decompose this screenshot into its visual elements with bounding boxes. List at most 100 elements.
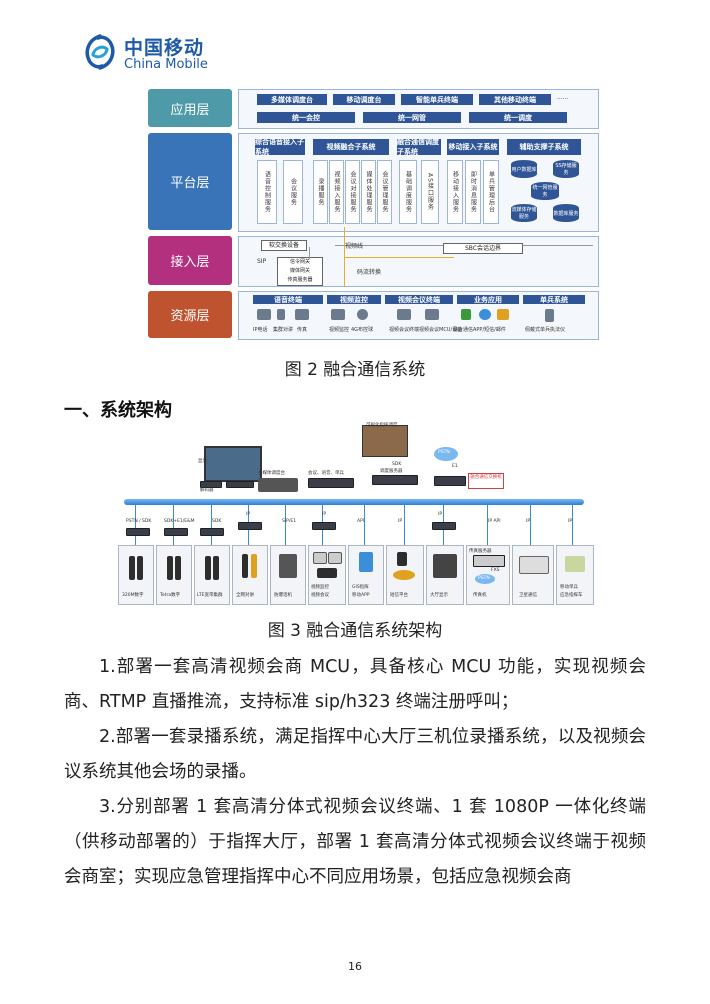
device-box: 短信平台 <box>386 545 424 605</box>
walkie-talkie-icon <box>205 556 211 580</box>
decoder-icon <box>226 481 254 488</box>
device-box: 视频监控 视频会议 <box>308 545 346 605</box>
map-pin-icon <box>565 556 585 572</box>
pstn-cloud-icon <box>434 447 458 461</box>
paragraph-1: 1.部署一套高清视频会商 MCU，具备核心 MCU 功能，实现视频会商、RTMP… <box>64 657 646 712</box>
branch-label: IP <box>438 512 443 517</box>
branch-label: IP API <box>488 519 501 524</box>
branch-label: IP <box>398 519 403 524</box>
fax-icon <box>295 309 309 320</box>
storage-icon: SS存储服务 <box>553 160 579 178</box>
database-icon: 用户数据库 <box>511 160 537 178</box>
fax-server-label: 传真服务器 <box>287 277 313 283</box>
body-camera-icon <box>545 309 554 322</box>
app-item: 其他移动终端 <box>479 94 551 105</box>
connector-line <box>530 505 531 545</box>
resource-group: 视频会议终端 <box>385 295 453 304</box>
video-terminal-icon <box>397 309 411 320</box>
visual-command-label: 可视化指挥调度 <box>366 423 398 428</box>
platform-service: 会议服务 <box>283 160 303 224</box>
resource-label: 集群对讲 <box>273 327 294 333</box>
dispatch-console-icon <box>258 478 298 492</box>
app-item-more: ...... <box>557 94 569 101</box>
device-label: Tetra数字 <box>160 593 181 598</box>
resource-label: 视频会议终端 <box>389 327 420 333</box>
device-label: 移动单兵 <box>560 585 578 590</box>
platform-service: AS接口服务 <box>421 160 439 224</box>
walkie-talkie-icon <box>129 556 135 580</box>
page-number: 16 <box>348 960 362 973</box>
device-label: PSTN <box>478 576 490 581</box>
branch-label: IP <box>526 519 531 524</box>
device-label: FXS <box>491 568 500 573</box>
device-label: 视频会议 <box>311 593 329 598</box>
platform-subsystem-title: 移动接入子系统 <box>447 139 499 155</box>
layer-resource: 资源层 <box>148 291 232 338</box>
device-label: 大厅显示 <box>430 593 448 598</box>
branch-label: SDK+E1/E&M <box>164 519 195 524</box>
connector-line <box>344 257 454 258</box>
device-box: GIS指挥 移动APP <box>348 545 384 605</box>
platform-service: 移动接入服务 <box>447 160 463 224</box>
app-item: 智能单兵终端 <box>401 94 473 105</box>
platform-service: 基础调度服务 <box>399 160 417 224</box>
resource-label: 4G布控球 <box>351 327 374 333</box>
connector-line <box>404 505 405 545</box>
sms-icon <box>393 570 415 580</box>
app-item: 多媒体调度台 <box>257 94 327 105</box>
sdk-label: SDK <box>392 462 402 467</box>
dispatch-server-label: 调度服务器 <box>380 469 403 474</box>
paragraph-3: 3.分别部署 1 套高清分体式视频会议终端、1 套 1080P 一体化终端（供移… <box>64 797 646 887</box>
app-item: 统一网管 <box>363 112 461 123</box>
branch-label: IP <box>322 512 327 517</box>
resource-label: 佩戴式单兵执法仪 <box>525 327 566 333</box>
figure-3-caption: 图 3 融合通信系统架构 <box>267 621 443 641</box>
device-label: GIS指挥 <box>352 585 369 590</box>
device-label: 应急指挥车 <box>560 593 583 598</box>
paragraph-2: 2.部署一套录播系统，满足指挥中心大厅三机位录播系统，以及视频会议系统其他会场的… <box>64 727 646 782</box>
sbc-box: SBC会话边界 <box>443 243 523 254</box>
stream-convert-label: 码流转换 <box>357 269 382 276</box>
video-gateway-icon <box>312 522 336 530</box>
camera-icon <box>328 552 342 564</box>
device-label: 视频监控 <box>311 585 329 590</box>
connector-line <box>572 505 573 545</box>
decoder-label: 解码器 <box>200 488 214 493</box>
platform-service: 媒体处理服务 <box>361 160 376 224</box>
platform-panel: 综合语音接入子系统 语音控制服务 会议服务 视频融合子系统 录播服务 视频接入服… <box>238 133 599 232</box>
device-box: 传真服务器 FXS PSTN 传真机 <box>466 545 510 605</box>
app-item: 移动调度台 <box>333 94 395 105</box>
device-label: 移动APP <box>352 593 370 598</box>
device-label: 卫星通信 <box>519 593 537 598</box>
resource-label: 视频会议MCU/设备 <box>419 327 463 333</box>
device-label: 防爆话机 <box>274 593 292 598</box>
ip-gateway-icon <box>432 522 456 530</box>
device-box: Tetra数字 <box>156 545 192 605</box>
app-item: 统一会控 <box>257 112 355 123</box>
conference-voice-label: 会议、语音、单兵 <box>308 471 344 476</box>
resource-group: 业务应用 <box>457 295 519 304</box>
device-box: 移动单兵 应急指挥车 <box>556 545 594 605</box>
figure-2-caption: 图 2 融合通信系统 <box>284 360 426 380</box>
management-icon: 统一网管服务 <box>531 182 559 200</box>
signal-gateway-label: 信令网关 <box>289 259 310 265</box>
map-icon <box>359 552 373 572</box>
walkie-talkie-icon <box>175 556 181 580</box>
fax-server-icon <box>473 555 505 567</box>
pstn-label: PSTN <box>438 450 450 455</box>
platform-service: 语音控制服务 <box>257 160 277 224</box>
softswitch-box: 软交换设备 <box>261 240 307 251</box>
media-gateway-label: 媒体网关 <box>289 268 310 274</box>
connector-line <box>364 505 365 545</box>
resource-group: 单兵系统 <box>523 295 585 304</box>
logo-english-name: China Mobile <box>124 57 208 72</box>
resource-label: 融合通信APP/短信/邮件 <box>453 327 506 333</box>
resource-label: 视频监控 <box>329 327 350 333</box>
platform-service: 会议管理服务 <box>377 160 392 224</box>
radio-icon <box>277 309 285 320</box>
layer-platform: 平台层 <box>148 133 232 230</box>
connector-line <box>487 505 488 545</box>
platform-subsystem-title: 融合通信调度子系统 <box>397 138 441 156</box>
device-box: LTE宽带集群 <box>194 545 230 605</box>
branch-label: IP <box>246 512 251 517</box>
